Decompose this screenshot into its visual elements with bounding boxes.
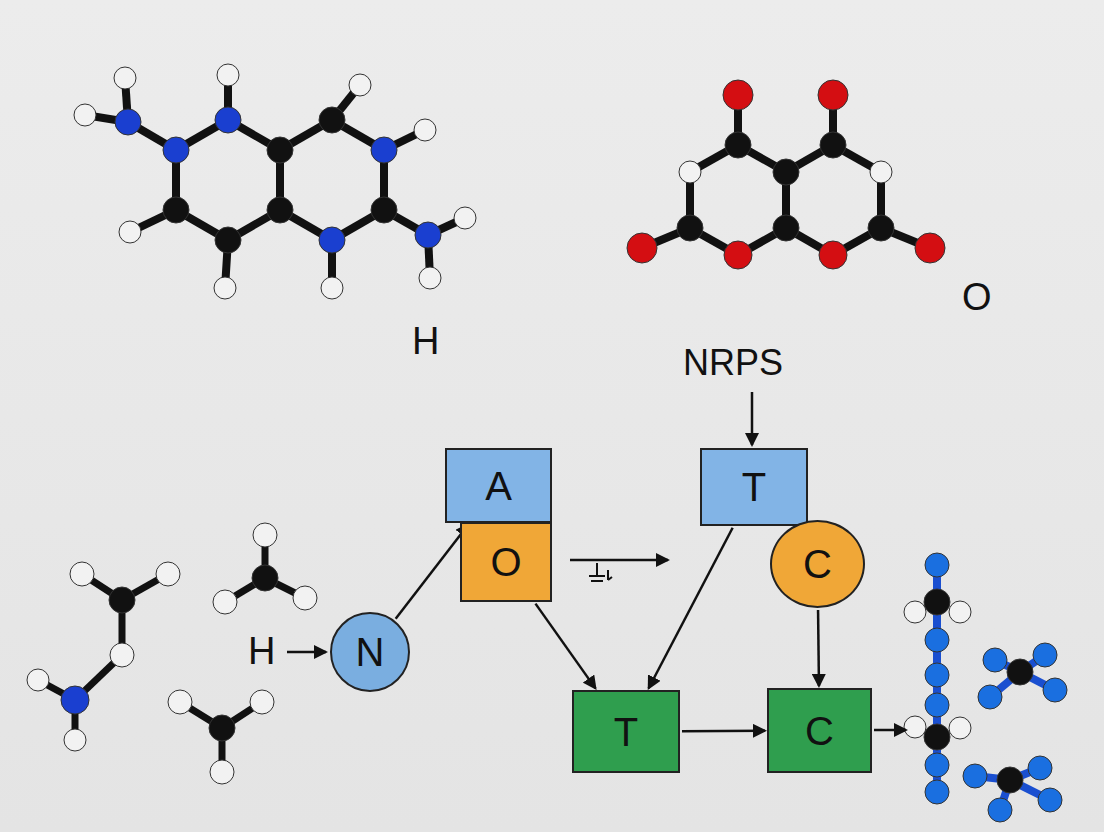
flow-arrow: [649, 528, 733, 688]
pterin-molecule: [85, 75, 465, 288]
pterin-atoms: [74, 64, 476, 299]
node-letter: N: [356, 632, 385, 672]
node-letter: A: [485, 466, 512, 506]
node-letter: T: [742, 467, 766, 507]
flow-arrow: [535, 604, 595, 689]
product-atoms: [904, 553, 1067, 822]
substrate-molecules: [38, 535, 305, 772]
node-letter: T: [614, 712, 638, 752]
text-label: NRPS: [683, 345, 783, 381]
node-letter: C: [803, 544, 832, 584]
dianhydride-atoms: [627, 80, 945, 269]
product-molecules: [937, 565, 1055, 810]
flow-arrow: [682, 730, 765, 733]
domain-circle: N: [330, 612, 410, 692]
flow-arrow: [396, 525, 469, 619]
flow-arrow: [817, 610, 820, 686]
node-letter: O: [490, 542, 521, 582]
free-arrows: [287, 392, 906, 730]
oxidation-box: O: [460, 522, 552, 602]
node-letter: C: [805, 711, 834, 751]
text-label: O: [962, 278, 992, 316]
condensation-circle: C: [770, 520, 865, 608]
inhibition-symbol: [589, 563, 612, 581]
text-label: H: [248, 632, 275, 670]
condensation-box: C: [767, 688, 872, 773]
thiolation-box: T: [700, 448, 808, 526]
adenylation-box: A: [445, 448, 552, 523]
dianhydride-molecule: [642, 95, 930, 255]
text-label: H: [412, 322, 439, 360]
substrate-atoms: [27, 523, 317, 784]
thiolation-box: T: [572, 690, 680, 773]
